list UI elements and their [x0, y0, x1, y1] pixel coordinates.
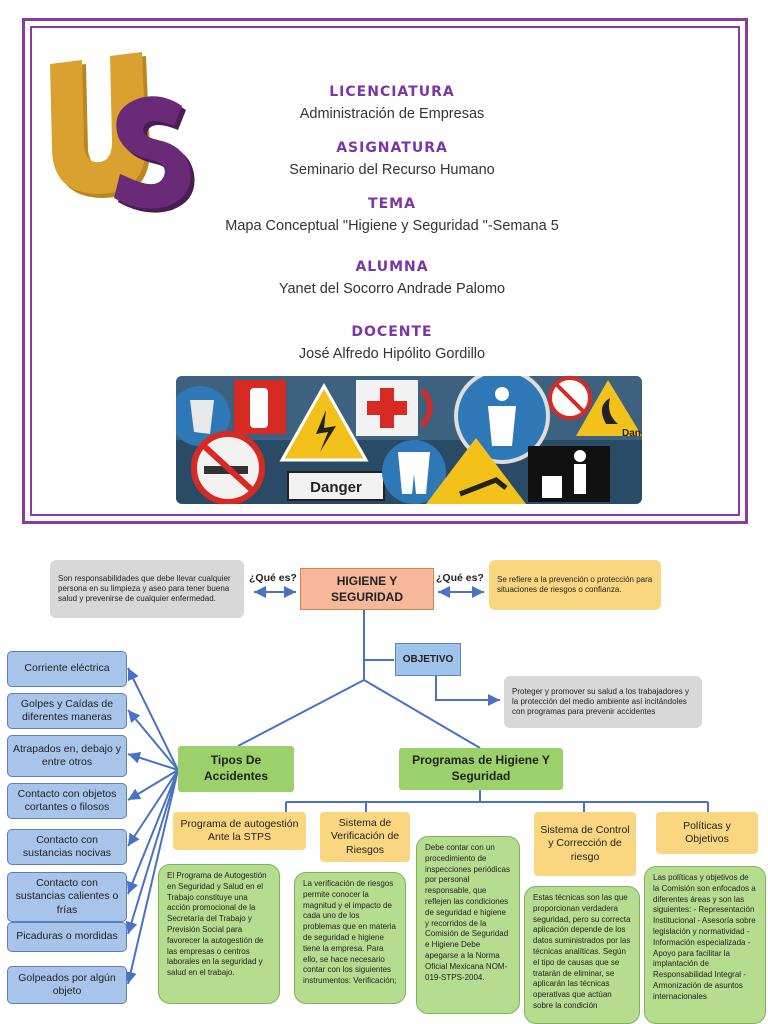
coverall-sign-icon [382, 440, 446, 504]
danger-plate-icon: Danger [287, 471, 385, 501]
cover-value: Mapa Conceptual "Higiene y Seguridad "-S… [225, 218, 559, 234]
cover-heading: ASIGNATURA [336, 140, 448, 156]
program-heading: Sistema de Verificación de Riesgos [320, 812, 410, 862]
extinguisher-sign-icon [234, 380, 286, 434]
que-es-right-label: ¿Qué es? [436, 572, 484, 584]
cover-value: Yanet del Socorro Andrade Palomo [278, 281, 506, 297]
first-aid-sign-icon [356, 380, 433, 436]
accident-item: Contacto con sustancias calientes o fría… [7, 872, 127, 922]
accident-item: Golpeados por algún objeto [7, 966, 127, 1004]
accident-item: Picaduras o mordidas [7, 922, 127, 952]
que-es-left-label: ¿Qué es? [249, 572, 297, 584]
cover-section-docente: DOCENTE José Alfredo Hipólito Gordillo [182, 324, 602, 362]
left-definition-box: Son responsabilidades que debe llevar cu… [50, 560, 244, 618]
accident-item: Atrapados en, debajo y entre otros [7, 735, 127, 777]
accident-item: Corriente eléctrica [7, 651, 127, 687]
program-body: El Programa de Autogestión en Seguridad … [158, 864, 280, 1004]
cover-heading: ALUMNA [355, 259, 429, 275]
cover-inner-frame: US LICENCIATURA Administración de Empres… [30, 26, 740, 516]
glove-sign-icon [176, 386, 230, 446]
center-concept: HIGIENE Y SEGURIDAD [300, 568, 434, 610]
cover-section-asignatura: ASIGNATURA Seminario del Recurso Humano [182, 140, 602, 178]
us-logo: US [50, 52, 195, 213]
cover-section-tema: TEMA Mapa Conceptual "Higiene y Segurida… [182, 196, 602, 234]
program-heading: Programa de autogestión Ante la STPS [173, 812, 306, 850]
svg-text:Danger: Danger [622, 428, 642, 439]
program-body: Debe contar con un procedimiento de insp… [416, 836, 520, 1014]
accident-item: Golpes y Caídas de diferentes maneras [7, 693, 127, 729]
cover-heading: DOCENTE [351, 324, 433, 340]
accident-item: Contacto con sustancias nocivas [7, 829, 127, 865]
waste-bin-sign-icon [528, 446, 610, 502]
svg-text:Danger: Danger [310, 479, 362, 496]
right-definition-box: Se refiere a la prevención o protección … [489, 560, 661, 610]
program-body: Estas técnicas son las que proporcionan … [524, 886, 640, 1024]
program-body: Las políticas y objetivos de la Comisión… [644, 866, 766, 1024]
harness-sign-icon [454, 376, 550, 464]
no-smoking-sign-icon [191, 431, 265, 504]
tipos-accidentes-title: Tipos De Accidentes [178, 746, 294, 792]
slippery-sign-icon [426, 438, 526, 504]
cover-value: Administración de Empresas [299, 106, 485, 122]
programas-title: Programas de Higiene Y Seguridad [399, 748, 563, 790]
objective-label: OBJETIVO [395, 643, 461, 676]
cover-value: José Alfredo Hipólito Gordillo [298, 346, 486, 362]
electric-danger-sign-icon [279, 382, 369, 462]
cover-heading: TEMA [368, 196, 416, 212]
program-heading: Sistema de Control y Corrección de riesg… [534, 812, 636, 876]
objective-text: Proteger y promover su salud a los traba… [504, 676, 702, 728]
cover-frame: US LICENCIATURA Administración de Empres… [22, 18, 748, 524]
safety-signs-banner: Danger Danger [176, 376, 642, 504]
cover-heading: LICENCIATURA [329, 84, 455, 100]
cover-section-licenciatura: LICENCIATURA Administración de Empresas [182, 84, 602, 122]
no-litter-sign-icon [548, 376, 592, 420]
cover-value: Seminario del Recurso Humano [289, 162, 495, 178]
cover-section-alumna: ALUMNA Yanet del Socorro Andrade Palomo [182, 259, 602, 297]
flammable-sign-icon: Danger [576, 380, 642, 439]
accident-item: Contacto con objetos cortantes o filosos [7, 783, 127, 819]
program-heading: Políticas y Objetivos [656, 812, 758, 854]
program-body: La verificación de riesgos permite conoc… [294, 872, 406, 1004]
